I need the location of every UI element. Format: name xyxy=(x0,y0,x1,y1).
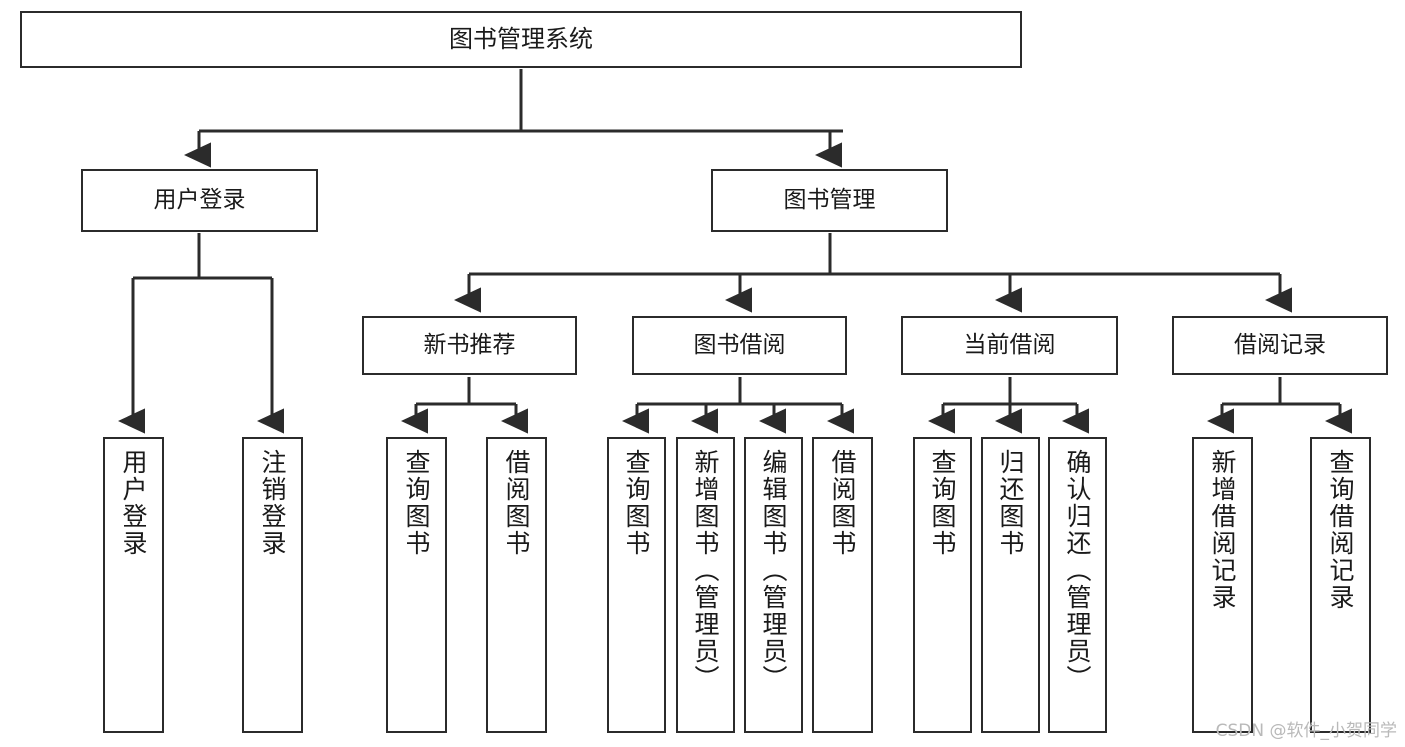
leaf-user-logout[interactable]: 注销登录 xyxy=(242,437,303,733)
node-label: 图书借阅 xyxy=(693,331,786,358)
node-label: 用户登录 xyxy=(119,449,148,557)
leaf-add-borrow-record[interactable]: 新增借阅记录 xyxy=(1192,437,1253,733)
node-label: 查询图书 xyxy=(928,449,957,557)
node-label: 新增借阅记录 xyxy=(1208,449,1237,611)
node-user-login[interactable]: 用户登录 xyxy=(81,169,318,232)
node-label: 新书推荐 xyxy=(423,331,516,358)
leaf-borrow-book-recommend[interactable]: 借阅图书 xyxy=(486,437,547,733)
node-label: 确认归还（管理员） xyxy=(1063,449,1092,692)
node-current-borrow[interactable]: 当前借阅 xyxy=(901,316,1118,375)
node-root-book-management-system[interactable]: 图书管理系统 xyxy=(20,11,1022,68)
node-label: 归还图书 xyxy=(996,449,1025,557)
leaf-confirm-return[interactable]: 确认归还（管理员） xyxy=(1048,437,1107,733)
leaf-query-book-recommend[interactable]: 查询图书 xyxy=(386,437,447,733)
node-label: 新增图书（管理员） xyxy=(691,449,720,692)
leaf-add-book[interactable]: 新增图书（管理员） xyxy=(676,437,735,733)
leaf-return-book[interactable]: 归还图书 xyxy=(981,437,1040,733)
leaf-user-login[interactable]: 用户登录 xyxy=(103,437,164,733)
node-label: 借阅图书 xyxy=(502,449,531,557)
node-borrow-record[interactable]: 借阅记录 xyxy=(1172,316,1388,375)
node-new-book-recommend[interactable]: 新书推荐 xyxy=(362,316,577,375)
node-label: 图书管理 xyxy=(783,186,876,213)
leaf-query-borrow-record[interactable]: 查询借阅记录 xyxy=(1310,437,1371,733)
node-label: 查询图书 xyxy=(402,449,431,557)
node-book-borrow[interactable]: 图书借阅 xyxy=(632,316,847,375)
node-label: 借阅图书 xyxy=(828,449,857,557)
node-label: 查询借阅记录 xyxy=(1326,449,1355,611)
node-book-management[interactable]: 图书管理 xyxy=(711,169,948,232)
leaf-edit-book[interactable]: 编辑图书（管理员） xyxy=(744,437,803,733)
node-label: 当前借阅 xyxy=(963,331,1056,358)
leaf-borrow-book[interactable]: 借阅图书 xyxy=(812,437,873,733)
node-label: 借阅记录 xyxy=(1234,331,1326,358)
leaf-query-book-current[interactable]: 查询图书 xyxy=(913,437,972,733)
node-label: 编辑图书（管理员） xyxy=(759,449,788,692)
node-label: 查询图书 xyxy=(622,449,651,557)
node-label: 图书管理系统 xyxy=(449,25,593,54)
leaf-query-book-borrow[interactable]: 查询图书 xyxy=(607,437,666,733)
node-label: 注销登录 xyxy=(258,449,287,557)
csdn-watermark: CSDN @软件_小贺同学 xyxy=(1215,721,1397,741)
node-label: 用户登录 xyxy=(153,186,246,213)
